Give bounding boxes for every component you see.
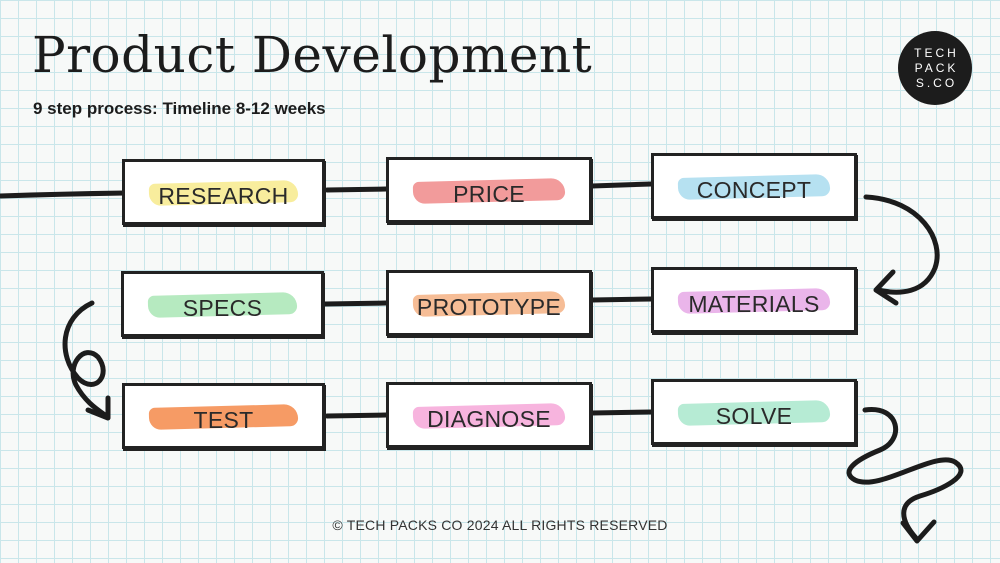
connector-specs-prototype bbox=[322, 300, 389, 307]
step-label: TEST bbox=[193, 407, 254, 433]
tech-packs-logo: TECH PACK S.CO bbox=[898, 31, 972, 105]
step-box-solve: SOLVE bbox=[651, 379, 857, 445]
logo-line-2: PACK bbox=[914, 60, 959, 75]
connector-diagnose-solve bbox=[589, 409, 654, 416]
copyright-footer: © TECH PACKS CO 2024 ALL RIGHTS RESERVED bbox=[332, 517, 668, 533]
connector-test-diagnose bbox=[324, 412, 389, 419]
step-label: RESEARCH bbox=[158, 183, 289, 209]
step-label: SPECS bbox=[182, 295, 263, 321]
connector-prototype-materials bbox=[589, 296, 654, 303]
loop-arrow-specs-test bbox=[62, 300, 108, 418]
arrowhead-exit bbox=[900, 519, 937, 544]
lead-in-line bbox=[0, 190, 128, 199]
arrowhead-test bbox=[85, 395, 111, 421]
step-box-price: PRICE bbox=[386, 157, 592, 223]
page-subtitle: 9 step process: Timeline 8-12 weeks bbox=[33, 99, 326, 118]
step-box-diagnose: DIAGNOSE bbox=[386, 382, 592, 448]
arrowhead-materials bbox=[873, 269, 899, 306]
step-label: MATERIALS bbox=[688, 291, 820, 317]
step-label: DIAGNOSE bbox=[427, 406, 551, 432]
connector-research-price bbox=[324, 186, 389, 193]
step-box-test: TEST bbox=[122, 383, 325, 449]
logo-line-1: TECH bbox=[914, 45, 959, 60]
curve-arrow-concept-materials bbox=[863, 194, 940, 295]
step-box-materials: MATERIALS bbox=[651, 267, 857, 333]
logo-line-3: S.CO bbox=[915, 75, 958, 90]
step-label: PRICE bbox=[453, 181, 525, 207]
step-label: CONCEPT bbox=[696, 177, 812, 203]
step-box-concept: CONCEPT bbox=[651, 153, 857, 219]
squiggle-exit-arrow bbox=[846, 407, 964, 541]
step-label: PROTOTYPE bbox=[416, 294, 562, 320]
step-box-research: RESEARCH bbox=[122, 159, 325, 225]
step-box-prototype: PROTOTYPE bbox=[386, 270, 592, 336]
connector-price-concept bbox=[589, 181, 654, 189]
step-box-specs: SPECS bbox=[121, 271, 324, 337]
step-label: SOLVE bbox=[715, 403, 793, 429]
page-title: Product Development bbox=[32, 26, 593, 84]
